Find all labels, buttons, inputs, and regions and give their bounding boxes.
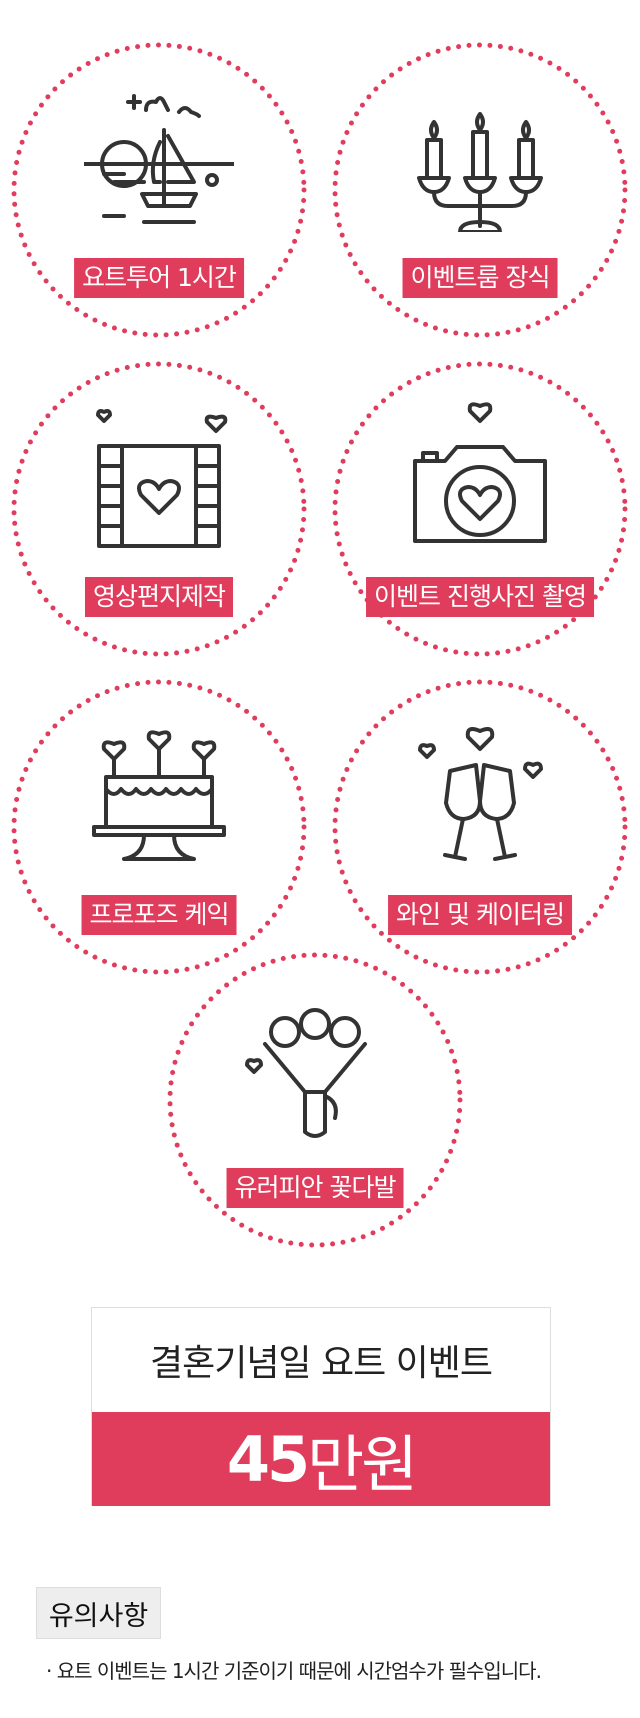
service-label: 영상편지제작 xyxy=(84,577,234,617)
service-proposal-cake: 프로포즈 케익 xyxy=(11,679,307,975)
service-european-bouquet: 유러피안 꽃다발 xyxy=(167,952,463,1248)
service-label: 이벤트 진행사진 촬영 xyxy=(366,577,594,617)
service-yacht-tour: 요트투어 1시간 xyxy=(11,42,307,338)
service-label: 와인 및 케이터링 xyxy=(388,895,572,935)
notice-title: 유의사항 xyxy=(36,1587,161,1639)
service-event-room-decor: 이벤트룸 장식 xyxy=(332,42,628,338)
bouquet-icon xyxy=(245,1008,367,1138)
film-heart-icon xyxy=(96,409,228,548)
service-label: 프로포즈 케익 xyxy=(81,895,237,935)
price-amount: 45 xyxy=(226,1422,310,1496)
service-event-photo: 이벤트 진행사진 촬영 xyxy=(332,361,628,657)
notice-item: · 요트 이벤트는 1시간 기준이기 때문에 시간엄수가 필수입니다. xyxy=(46,1659,542,1683)
wine-glasses-icon xyxy=(418,727,543,861)
sailboat-icon xyxy=(84,94,234,224)
price-unit: 만원 xyxy=(307,1428,418,1501)
service-wine-catering: 와인 및 케이터링 xyxy=(332,679,628,975)
service-label: 요트투어 1시간 xyxy=(74,258,244,298)
price-title: 결혼기념일 요트 이벤트 xyxy=(149,1343,493,1384)
camera-heart-icon xyxy=(413,402,547,543)
service-video-letter: 영상편지제작 xyxy=(11,361,307,657)
cake-icon xyxy=(92,730,226,861)
service-label: 유러피안 꽃다발 xyxy=(226,1168,404,1208)
candelabra-icon xyxy=(417,112,543,232)
service-label: 이벤트룸 장식 xyxy=(402,258,558,298)
